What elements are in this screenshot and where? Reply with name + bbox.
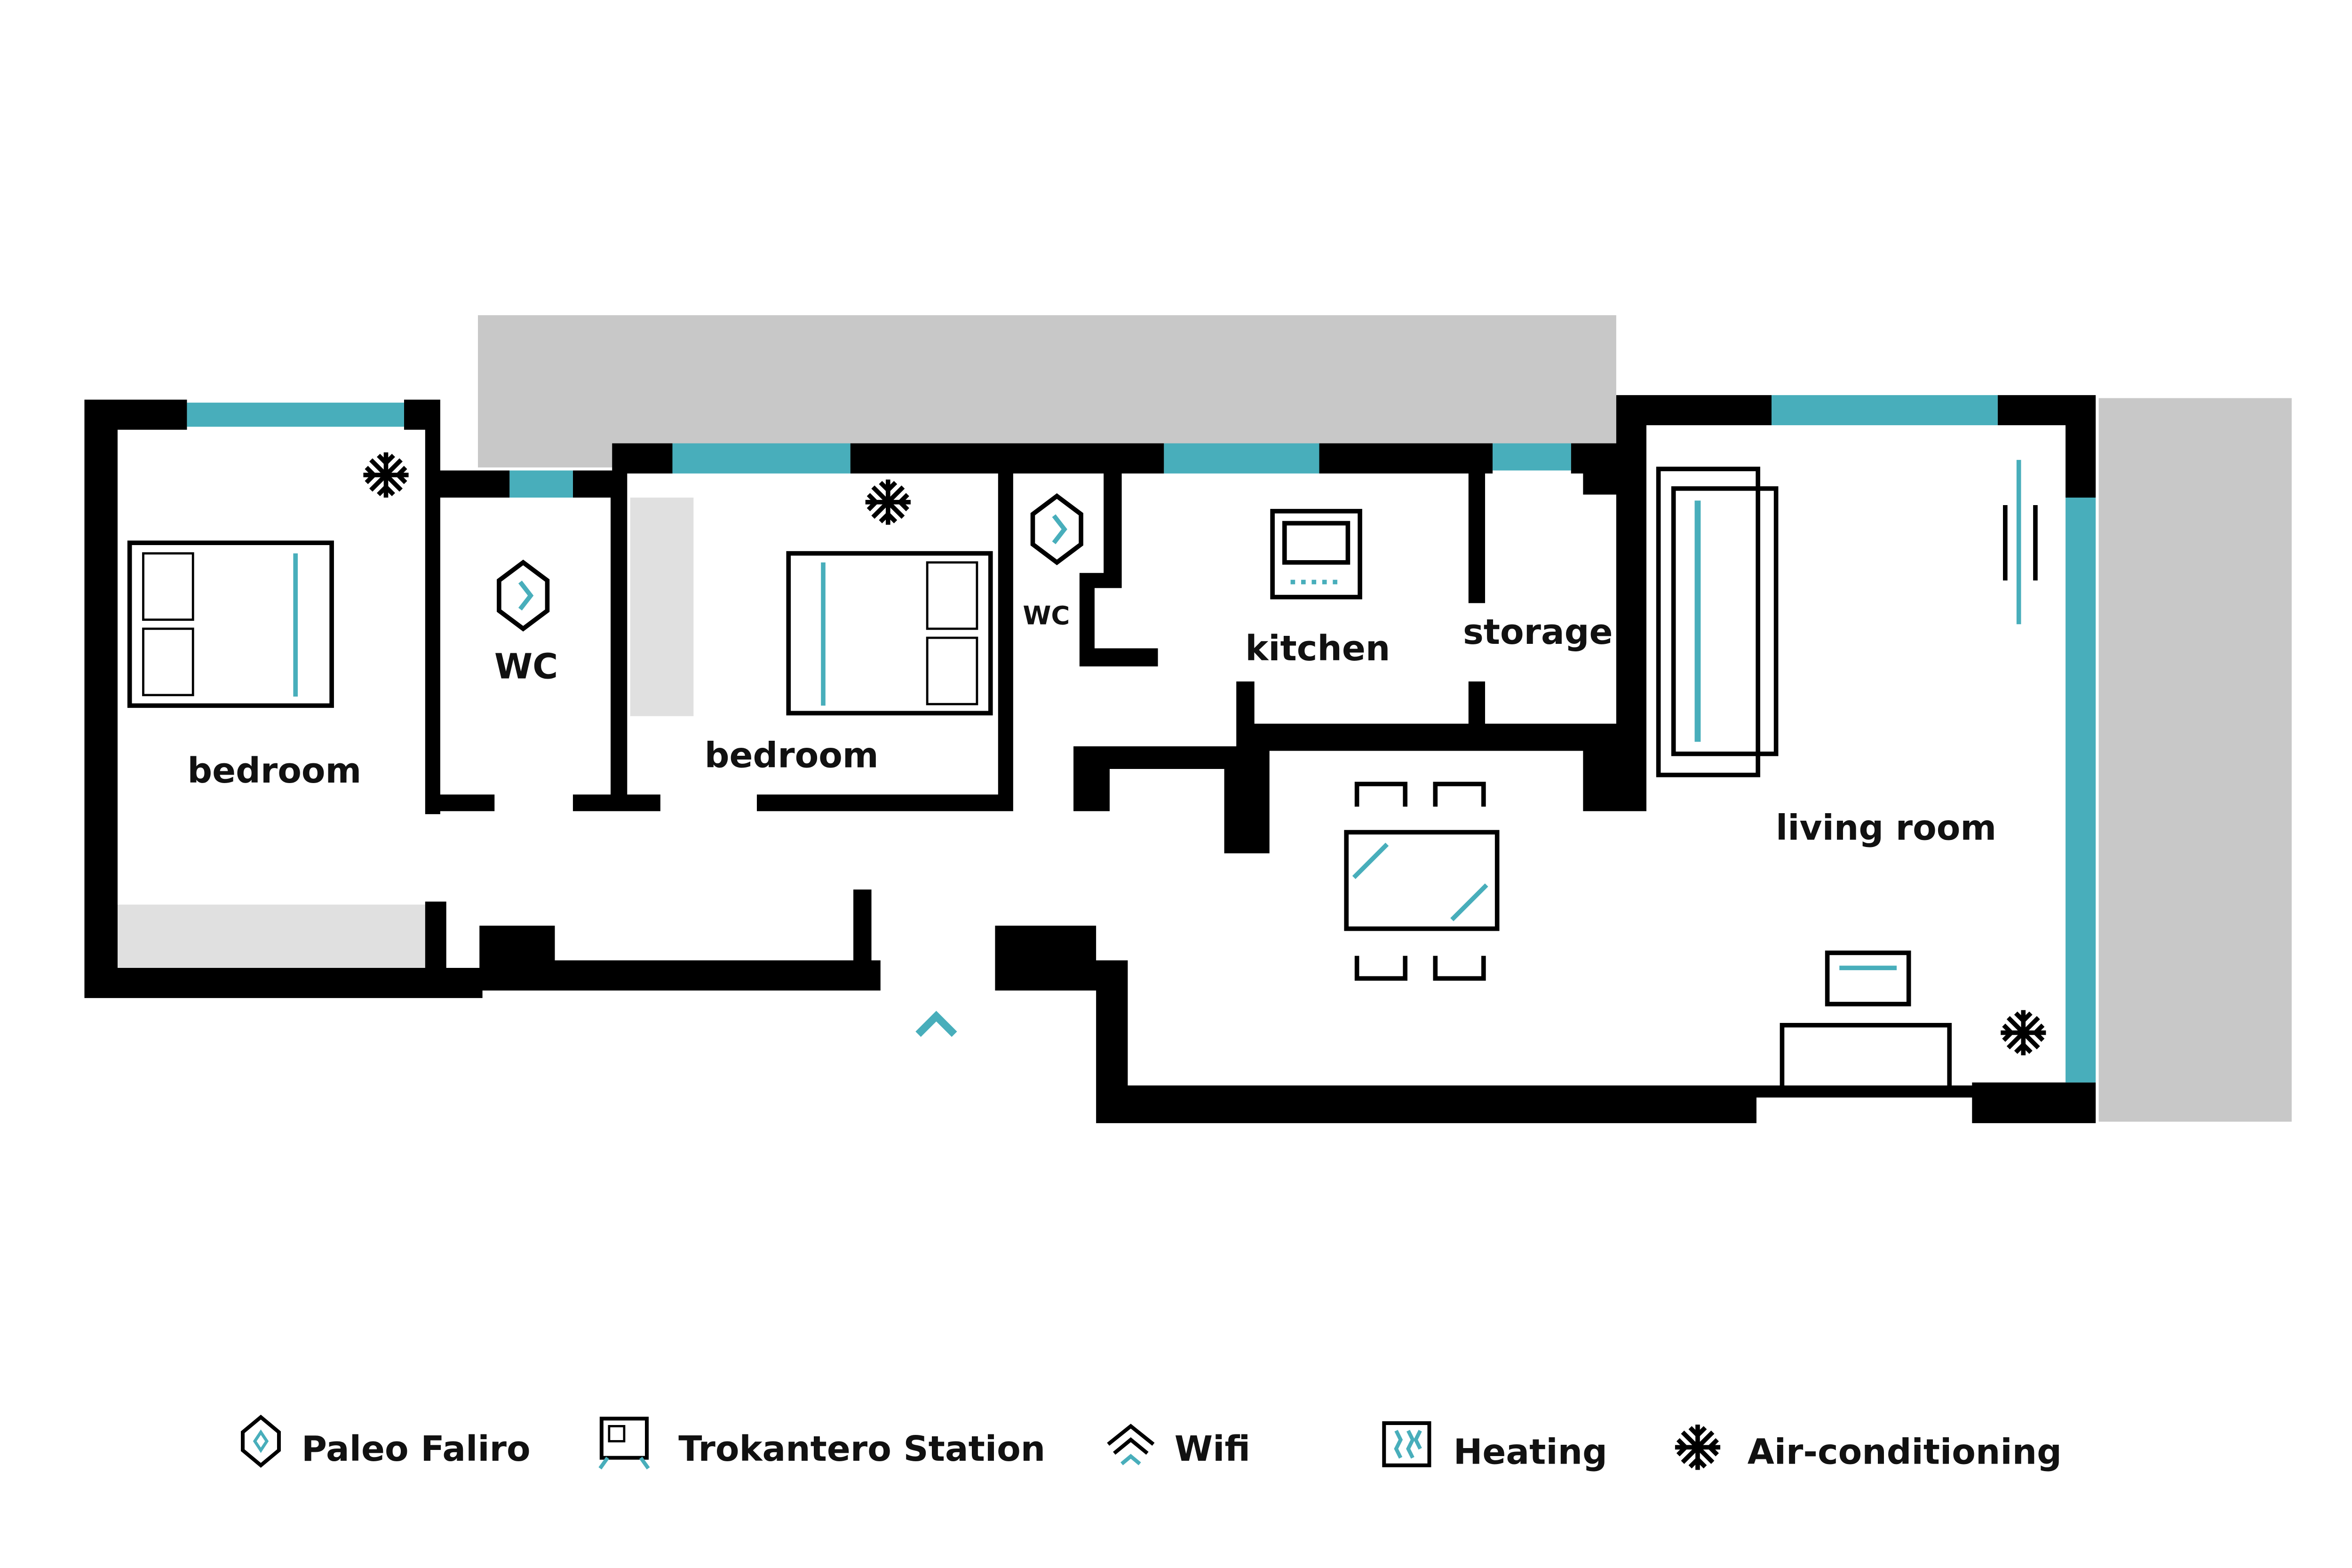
heating-icon [1382, 1421, 1431, 1467]
toilet-icon [1033, 496, 1081, 562]
stove-icon [1270, 509, 1362, 600]
room-label-bedroom: bedroom [187, 751, 361, 791]
room-label-bedroom-2: bedroom [705, 736, 879, 776]
room-label-wc-2: WC [1023, 600, 1070, 630]
bed [127, 540, 334, 708]
legend-label-trokantero: Trokantero Station [678, 1429, 1045, 1469]
snowflake-icon [2001, 1010, 2046, 1055]
snowflake-icon [363, 452, 408, 498]
legend: Paleo Faliro Trokantero Station Wifi Hea… [241, 1414, 2062, 1473]
terrace-top [478, 315, 1616, 467]
dining-table [1344, 782, 1500, 981]
train-station-icon [598, 1417, 650, 1470]
walls [84, 395, 2096, 1124]
room-label-storage: storage [1463, 612, 1613, 652]
legend-label-paleo-faliro: Paleo Faliro [302, 1429, 531, 1469]
legend-label-wifi: Wifi [1175, 1429, 1250, 1469]
legend-label-heating: Heating [1454, 1433, 1607, 1473]
room-label-wc: WC [494, 647, 558, 687]
tv-unit [2003, 459, 2038, 625]
terrace-right [2098, 398, 2292, 1122]
room-label-living-room: living room [1776, 808, 1996, 848]
toilet-icon [499, 562, 548, 629]
closets [118, 498, 694, 968]
sofa [1656, 467, 1779, 777]
legend-label-air-conditioning: Air-conditioning [1748, 1433, 2062, 1473]
wifi-icon [1107, 1424, 1155, 1465]
location-pin-icon [241, 1414, 281, 1468]
room-label-kitchen: kitchen [1245, 629, 1390, 669]
snowflake-icon [866, 480, 911, 525]
entrance-arrow-icon [915, 1011, 957, 1037]
snowflake-icon [1675, 1425, 1720, 1470]
bed [786, 551, 993, 716]
desk [1780, 950, 1952, 1091]
